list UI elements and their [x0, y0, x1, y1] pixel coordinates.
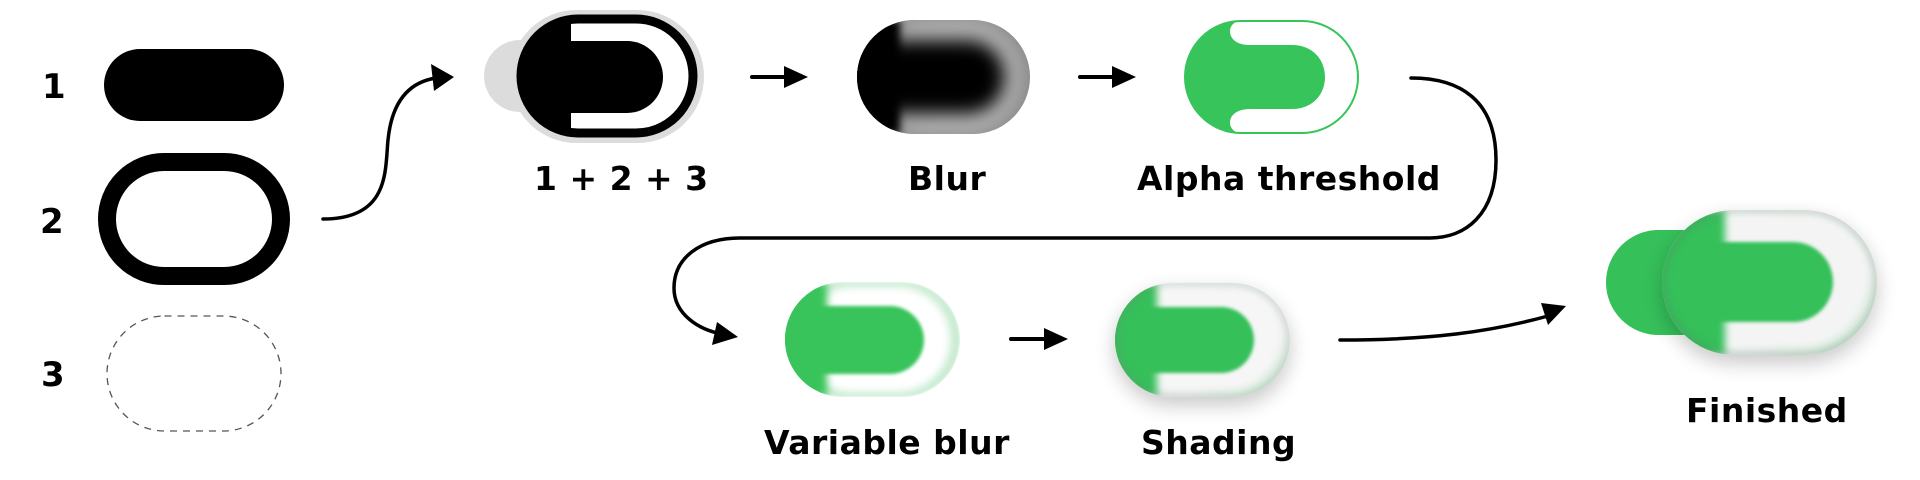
input-number-2: 2 [40, 202, 64, 242]
connector-arrow-alpha-to-variable-blur [672, 76, 1498, 336]
arrowhead-icon [1044, 328, 1068, 350]
step-label-combined: 1 + 2 + 3 [534, 159, 709, 198]
arrowhead-icon [1541, 303, 1566, 325]
combined-shape [484, 10, 704, 143]
step-label-alpha-threshold: Alpha threshold [1137, 159, 1441, 198]
arrowhead-icon [784, 66, 808, 88]
arrowhead-icon [431, 64, 454, 91]
finished-toggle [1606, 210, 1877, 355]
input-number-3: 3 [41, 355, 65, 395]
blur-shape [857, 20, 1030, 134]
shading-shape [1115, 283, 1290, 397]
step-label-variable-blur: Variable blur [764, 423, 1010, 462]
step-label-blur: Blur [908, 159, 987, 198]
input-1-filled-pill [104, 49, 284, 121]
arrowhead-icon [1112, 66, 1136, 88]
variable-blur-shape [785, 282, 960, 397]
connector-arrow-shading-to-finished [1338, 314, 1550, 342]
connector-arrow-inputs-to-combined [321, 76, 438, 221]
input-2-outlined-ring [98, 153, 290, 285]
arrowhead-icon [712, 322, 738, 345]
input-number-1: 1 [42, 67, 66, 107]
input-3-dashed-outline [106, 315, 282, 432]
alpha-threshold-shape [1184, 20, 1359, 134]
step-label-shading: Shading [1141, 423, 1297, 462]
step-label-finished: Finished [1686, 391, 1848, 430]
